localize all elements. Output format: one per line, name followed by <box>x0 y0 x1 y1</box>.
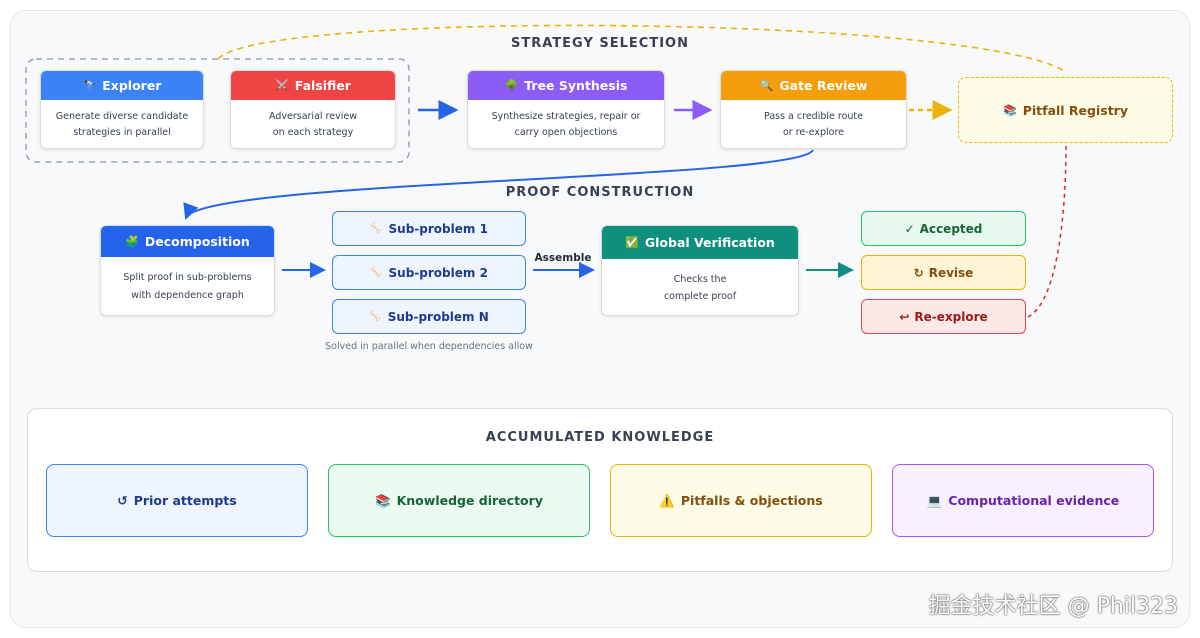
knowledge-prior-attempts: ↺ Prior attempts <box>46 464 308 537</box>
falsifier-title: Falsifier <box>294 78 351 93</box>
tree-icon: 🌳 <box>504 79 519 92</box>
falsifier-body: Adversarial review on each strategy <box>231 100 395 148</box>
explorer-header: 🔭 Explorer <box>41 71 203 100</box>
magnifier-icon: 🔍 <box>759 79 774 92</box>
gate-desc-line1: Pass a credible route <box>764 111 863 122</box>
sub-problem-n-label: Sub-problem N <box>387 309 489 324</box>
verification-desc-line1: Checks the <box>673 274 727 285</box>
falsifier-card: ⚔️ Falsifier Adversarial review on each … <box>230 70 396 149</box>
outcome-accepted-label: Accepted <box>919 221 983 236</box>
sub-problem-1: 🦴 Sub-problem 1 <box>332 211 526 246</box>
explorer-title: Explorer <box>102 78 162 93</box>
explorer-desc-line1: Generate diverse candidate <box>55 111 189 122</box>
crossed-swords-icon: ⚔️ <box>275 79 289 92</box>
tree-desc-line2: carry open objections <box>514 127 618 138</box>
outcome-revise-label: Revise <box>928 265 974 280</box>
explorer-body: Generate diverse candidate strategies in… <box>41 100 203 148</box>
section-title-proof: PROOF CONSTRUCTION <box>505 185 695 200</box>
gate-review-body: Pass a credible route or re-explore <box>721 100 906 148</box>
puzzle-icon: 🧩 <box>125 235 139 248</box>
parallel-note: Solved in parallel when dependencies all… <box>325 341 533 352</box>
knowledge-directory: 📚 Knowledge directory <box>328 464 590 537</box>
tree-synthesis-card: 🌳 Tree Synthesis Synthesize strategies, … <box>467 70 665 149</box>
sub-problem-2: 🦴 Sub-problem 2 <box>332 255 526 290</box>
global-verification-card: ✅ Global Verification Checks the complet… <box>601 225 799 316</box>
section-title-knowledge: ACCUMULATED KNOWLEDGE <box>485 430 715 445</box>
watermark-text: 掘金技术社区 @ Phil323 <box>928 594 1178 619</box>
decomposition-body: Split proof in sub-problems with depende… <box>101 257 274 315</box>
return-arrow-icon: ↩ <box>899 309 910 324</box>
outcome-reexplore-label: Re-explore <box>914 309 988 324</box>
sub-problem-n: 🦴 Sub-problem N <box>332 299 526 334</box>
falsifier-desc-line2: on each strategy <box>272 127 354 138</box>
knowledge-computational-evidence: 💻 Computational evidence <box>892 464 1154 537</box>
prior-attempts-label: Prior attempts <box>133 493 237 508</box>
global-verification-title: Global Verification <box>644 235 775 250</box>
pitfall-registry-box: 📚 Pitfall Registry <box>958 77 1173 143</box>
pitfall-registry-title: Pitfall Registry <box>1022 102 1128 118</box>
bone-icon: 🦴 <box>369 311 382 322</box>
bone-icon: 🦴 <box>370 223 383 234</box>
decomposition-title: Decomposition <box>144 234 250 249</box>
knowledge-pitfalls: ⚠️ Pitfalls & objections <box>610 464 872 537</box>
bone-icon: 🦴 <box>370 267 383 278</box>
tree-desc-line1: Synthesize strategies, repair or <box>491 111 641 122</box>
books-icon: 📚 <box>375 492 391 508</box>
gate-review-card: 🔍 Gate Review Pass a credible route or r… <box>720 70 907 149</box>
falsifier-header: ⚔️ Falsifier <box>231 71 395 100</box>
decomposition-header: 🧩 Decomposition <box>101 226 274 257</box>
refresh-icon: ↻ <box>913 265 924 280</box>
sub-problem-1-label: Sub-problem 1 <box>388 221 488 236</box>
computational-evidence-label: Computational evidence <box>948 493 1120 508</box>
decomposition-desc-line2: with dependence graph <box>131 290 244 301</box>
tree-synthesis-title: Tree Synthesis <box>524 78 628 93</box>
sub-problem-2-label: Sub-problem 2 <box>388 265 488 280</box>
gate-review-header: 🔍 Gate Review <box>721 71 906 100</box>
warning-icon: ⚠️ <box>659 492 675 508</box>
decomposition-card: 🧩 Decomposition Split proof in sub-probl… <box>100 225 275 316</box>
global-verification-header: ✅ Global Verification <box>602 226 798 259</box>
pitfalls-label: Pitfalls & objections <box>680 493 823 508</box>
knowledge-directory-label: Knowledge directory <box>396 493 543 508</box>
tree-synthesis-body: Synthesize strategies, repair or carry o… <box>468 100 664 148</box>
pitfall-feedback-curve <box>217 24 1067 73</box>
explorer-desc-line2: strategies in parallel <box>73 127 171 138</box>
arrow-gate-to-decomposition <box>183 149 814 220</box>
outcome-reexplore: ↩ Re-explore <box>861 299 1026 334</box>
global-verification-body: Checks the complete proof <box>602 259 798 315</box>
section-title-strategy: STRATEGY SELECTION <box>511 36 689 51</box>
decomposition-desc-line1: Split proof in sub-problems <box>123 272 252 283</box>
cycle-icon: ↺ <box>117 493 128 508</box>
outcome-accepted: ✓ Accepted <box>861 211 1026 246</box>
explorer-card: 🔭 Explorer Generate diverse candidate st… <box>40 70 204 149</box>
check-box-icon: ✅ <box>625 236 639 249</box>
books-icon: 📚 <box>1003 103 1017 117</box>
computer-icon: 💻 <box>926 492 943 508</box>
tree-synthesis-header: 🌳 Tree Synthesis <box>468 71 664 100</box>
telescope-icon: 🔭 <box>82 79 97 92</box>
reexplore-to-pitfall-curve <box>1027 145 1067 318</box>
verification-desc-line2: complete proof <box>663 291 737 302</box>
falsifier-desc-line1: Adversarial review <box>269 111 357 122</box>
gate-desc-line2: or re-explore <box>782 127 845 138</box>
gate-review-title: Gate Review <box>779 78 868 93</box>
assemble-label: Assemble <box>534 252 592 264</box>
parallel-group-border <box>25 58 410 163</box>
outcome-revise: ↻ Revise <box>861 255 1026 290</box>
check-mark-icon: ✓ <box>904 221 915 236</box>
